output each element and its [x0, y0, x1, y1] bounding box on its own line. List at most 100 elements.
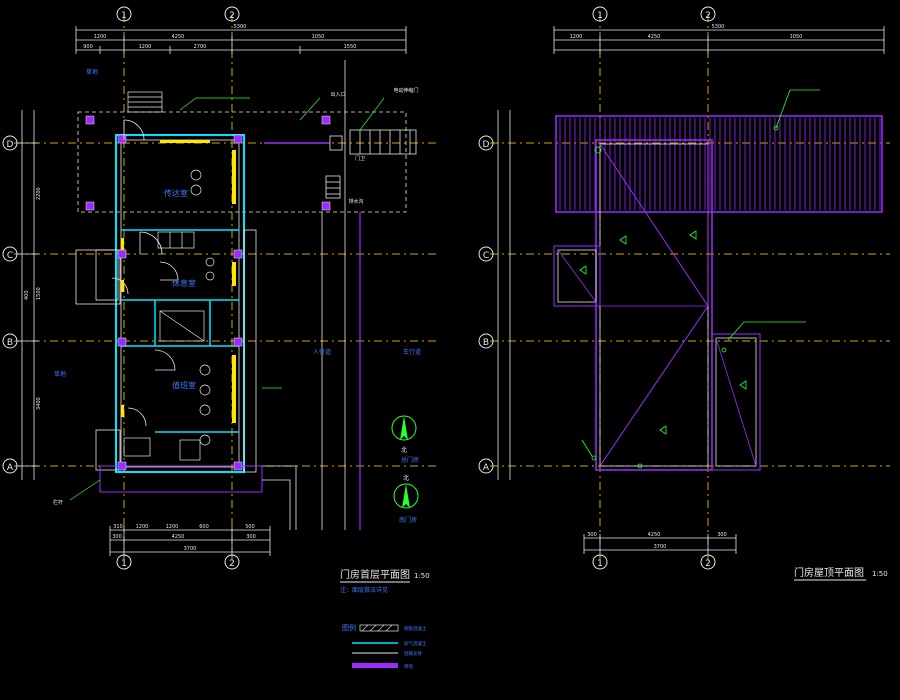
bottom-dim-1: 310: [113, 524, 123, 530]
legend-swatch-purple: [352, 663, 398, 668]
roof-axis-number-2-top: 2: [700, 6, 716, 22]
leader-line-5: [69, 479, 101, 501]
svg-text:C: C: [7, 251, 13, 261]
svg-text:B: B: [7, 338, 13, 348]
roof-axis-letter-a: A: [478, 458, 494, 474]
label-grass-left: 草地: [54, 370, 66, 378]
top-dim-row2-1: 900: [83, 44, 93, 50]
left-dim-3: 3400: [36, 397, 42, 410]
legend-label-4: 砖墙: [404, 663, 413, 670]
left-dimension-lines: [18, 110, 38, 480]
roof-top-dim-2: 4250: [648, 34, 661, 40]
roof-axis-letter-b: B: [478, 333, 494, 349]
north-arrow-1: 北 总门房: [391, 415, 419, 464]
left-dim-2: 1500: [36, 287, 42, 300]
label-car-road: 车行道: [403, 348, 421, 356]
furniture: [123, 231, 205, 461]
left-plan-note: 注：面层做法详见: [340, 586, 388, 594]
roof-canopy-frame: [555, 115, 883, 213]
room-label-3: 值班室: [172, 380, 196, 390]
canopy-outline: [77, 111, 407, 213]
svg-text:1: 1: [121, 559, 127, 569]
roof-plan[interactable]: 1 2 1 2 D C B A: [478, 6, 890, 581]
svg-text:C: C: [483, 251, 489, 261]
axis-letter-a: A: [2, 458, 18, 474]
top-dim-2: 4250: [172, 34, 185, 40]
label-walkway: 人行道: [313, 348, 331, 356]
svg-text:1: 1: [597, 11, 603, 21]
roof-top-dim-1: 1200: [570, 34, 583, 40]
svg-text:总门房: 总门房: [401, 456, 419, 464]
roof-axis-number-1-top: 1: [592, 6, 608, 22]
legend-swatch-hatch: [359, 624, 399, 632]
svg-text:D: D: [7, 140, 14, 150]
roof-top-dimension-lines: [553, 26, 885, 54]
leader-line-3: [359, 97, 385, 131]
roof-bottom-dim-total: 3700: [654, 544, 667, 550]
roof-canopy-slats: [559, 118, 881, 210]
road-lines: [321, 60, 361, 530]
roof-bottom-dim-3: 300: [717, 532, 727, 538]
top-dimension-lines: [75, 26, 407, 54]
leader-line-2: [299, 97, 321, 121]
top-dim-total: 5300: [234, 24, 247, 30]
bottom-dimension-lines: [109, 526, 271, 556]
roof-plan-scale: 1:50: [872, 570, 888, 578]
first-floor-plan[interactable]: 1 2 1 2 D C B A: [2, 6, 440, 594]
entry-stairs: [127, 91, 163, 113]
north-arrow-2: 北 南门房: [393, 474, 419, 524]
bottom-dim-row2-1: 300: [112, 534, 122, 540]
roof-bottom-dimension-lines: [583, 534, 737, 554]
svg-text:1: 1: [121, 11, 127, 21]
windows: [160, 140, 236, 423]
svg-text:北: 北: [403, 474, 409, 482]
room-label-2: 休息室: [172, 278, 196, 288]
doors: [111, 119, 179, 427]
svg-text:1: 1: [597, 559, 603, 569]
bottom-dim-3: 1200: [166, 524, 179, 530]
roof-axis-letter-c: C: [478, 246, 494, 262]
left-plan-title: 门房首层平面图: [340, 568, 410, 581]
roof-plan-title: 门房屋顶平面图: [794, 566, 864, 579]
left-plan-scale: 1:50: [414, 572, 430, 580]
svg-text:南门房: 南门房: [399, 516, 417, 524]
bottom-dim-total: 3700: [184, 546, 197, 552]
top-dim-1: 1200: [94, 34, 107, 40]
roof-top-dim-3: 1050: [790, 34, 803, 40]
roof-top-dim-total: 5300: [712, 24, 725, 30]
svg-text:2: 2: [229, 11, 235, 21]
legend-label-1: 钢筋混凝土: [404, 625, 427, 632]
roof-axis-number-1-bottom: 1: [592, 554, 608, 570]
bottom-dim-2: 1200: [136, 524, 149, 530]
building-walls: [75, 134, 297, 530]
roof-left-dimension-lines: [497, 110, 511, 480]
svg-text:B: B: [483, 338, 489, 348]
axis-letter-b: B: [2, 333, 18, 349]
top-dim-row2-3: 2700: [194, 44, 207, 50]
label-elec-door: 电动伸缩门: [393, 87, 418, 94]
bottom-dim-5: 500: [245, 524, 255, 530]
svg-text:D: D: [483, 140, 490, 150]
legend-label-3: 轻钢龙骨: [404, 650, 422, 657]
roof-slope-marks: [579, 89, 820, 469]
axis-number-2-top: 2: [224, 6, 240, 22]
gate-railing: [264, 129, 417, 199]
left-dim-1: 2200: [36, 187, 42, 200]
legend: 图例 钢筋混凝土 加气混凝土 轻钢龙骨 砖墙: [342, 623, 427, 670]
roof-bottom-dim-1: 300: [587, 532, 597, 538]
svg-text:A: A: [483, 463, 490, 473]
roof-outline: [553, 139, 761, 471]
label-railing: 栏杆: [53, 499, 63, 506]
axis-letter-c: C: [2, 246, 18, 262]
leader-line-1: [179, 97, 197, 111]
bottom-dim-row2-3: 300: [246, 534, 256, 540]
top-dim-row2-2: 1200: [139, 44, 152, 50]
roof-bottom-dim-2: 4250: [648, 532, 661, 538]
label-drain: 排水沟: [348, 198, 363, 205]
bottom-dim-4: 600: [199, 524, 209, 530]
axis-number-1-top: 1: [116, 6, 132, 22]
svg-text:北: 北: [401, 446, 407, 454]
top-dim-3: 1050: [312, 34, 325, 40]
